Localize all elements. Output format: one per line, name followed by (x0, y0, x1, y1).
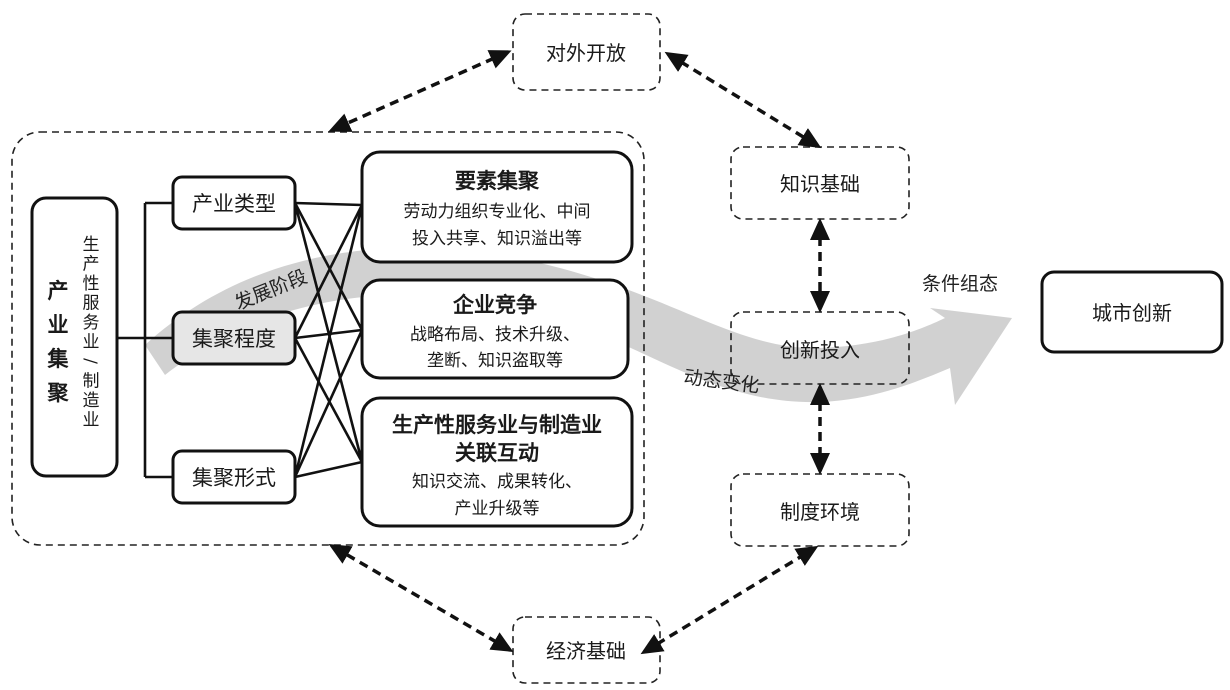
outcome-label: 城市创新 (1092, 301, 1172, 325)
arrow-openness-cluster (328, 50, 512, 132)
cluster-container (11, 131, 645, 546)
vertical-char: 性 (83, 274, 100, 294)
condition-label: 制度环境 (780, 500, 860, 524)
flow-band-shape (145, 247, 1012, 405)
condition-knowledge-base[interactable]: 知识基础 (730, 146, 910, 220)
vertical-char: 产 (83, 255, 100, 275)
dimension-agglomeration-degree[interactable]: 集聚程度 (171, 310, 297, 366)
outcome-urban-innovation[interactable]: 城市创新 (1040, 270, 1224, 354)
mechanism-desc: 知识交流、成果转化、 (412, 472, 582, 492)
vertical-char: 生 (83, 235, 100, 255)
relation-arrows (328, 50, 830, 655)
dimension-connectors (117, 201, 175, 479)
mechanism-firm-competition[interactable]: 企业竞争 战略布局、技术升级、 垄断、知识盗取等 (360, 278, 630, 380)
mechanism-title: 关联互动 (455, 441, 539, 465)
vertical-char: 聚 (47, 381, 70, 405)
vertical-char: / (80, 358, 100, 364)
condition-economic-base[interactable]: 经济基础 (512, 616, 661, 684)
dimension-label: 集聚形式 (192, 466, 276, 490)
vertical-char: 服 (83, 294, 100, 314)
arrow-economy-institution (640, 545, 819, 655)
flow-label-configuration: 条件组态 (922, 273, 998, 295)
flow-band (145, 247, 1012, 405)
mechanism-desc: 劳动力组织专业化、中间 (404, 202, 591, 222)
condition-label: 知识基础 (780, 172, 860, 196)
condition-label: 经济基础 (546, 639, 626, 663)
vertical-char: 造 (83, 391, 100, 411)
arrow-economy-cluster (328, 543, 514, 653)
condition-openness[interactable]: 对外开放 (512, 13, 661, 91)
vertical-char: 业 (48, 313, 69, 337)
mechanism-desc: 产业升级等 (455, 499, 540, 519)
dimension-industry-type[interactable]: 产业类型 (171, 175, 297, 231)
mechanism-desc: 垄断、知识盗取等 (427, 351, 563, 371)
condition-label: 创新投入 (780, 338, 860, 362)
vertical-char: 业 (83, 411, 100, 431)
arrow-openness-knowledge (664, 51, 822, 149)
cluster-sub-label: 生产性服务业/制造业 (80, 235, 100, 431)
mechanism-title: 企业竞争 (452, 293, 537, 317)
dimension-label: 集聚程度 (192, 327, 276, 351)
mechanism-desc: 投入共享、知识溢出等 (412, 229, 582, 249)
mechanism-connectors (293, 201, 364, 479)
vertical-char: 集 (47, 347, 70, 371)
dimension-agglomeration-form[interactable]: 集聚形式 (171, 449, 297, 505)
mechanism-title: 生产性服务业与制造业 (392, 413, 602, 437)
condition-label: 对外开放 (546, 41, 626, 65)
vertical-char: 产 (48, 279, 69, 303)
vertical-char: 制 (83, 372, 100, 392)
mechanism-desc: 战略布局、技术升级、 (410, 325, 580, 345)
mechanism-factor-agglomeration[interactable]: 要素集聚 劳动力组织专业化、中间 投入共享、知识溢出等 (360, 150, 634, 264)
condition-institutional-environment[interactable]: 制度环境 (730, 473, 910, 547)
vertical-char: 业 (83, 333, 100, 353)
vertical-char: 务 (83, 313, 100, 333)
mechanism-title: 要素集聚 (455, 169, 540, 193)
dimension-label: 产业类型 (192, 192, 276, 216)
mechanism-industry-interaction[interactable]: 生产性服务业与制造业 关联互动 知识交流、成果转化、 产业升级等 (360, 396, 634, 528)
